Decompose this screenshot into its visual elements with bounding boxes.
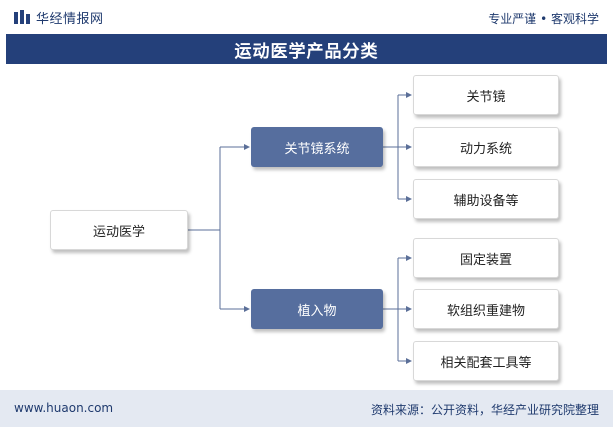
arrowhead-branch-1 [244,144,250,150]
leaf-node-soft-tissue-reconstruction: 软组织重建物 [413,289,559,329]
classification-tree: 运动医学 关节镜系统 植入物 关节镜 动力系统 辅助设备等 固定装置 软组织重建… [0,64,613,390]
tagline: 专业严谨 • 客观科学 [488,12,599,26]
leaf-node-label: 辅助设备等 [453,193,519,209]
branch-node-arthroscopy-system: 关节镜系统 [251,127,383,167]
arrowhead-leaf-2-1 [406,255,412,261]
arrowhead-leaf-1-3 [406,196,412,202]
title-bar: 运动医学产品分类 [6,34,607,64]
tree-connectors [188,92,412,364]
huajing-logo-icon [14,10,30,24]
leaf-node-label: 相关配套工具等 [440,355,532,371]
leaf-node-label: 固定装置 [459,252,512,268]
footer: www.huaon.com 资料来源：公开资料，华经产业研究院整理 [0,390,613,427]
leaf-node-label: 动力系统 [459,141,512,157]
leaf-node-supporting-tools: 相关配套工具等 [413,341,559,381]
connector-root-trunk [188,147,221,309]
leaf-node-auxiliary-equipment: 辅助设备等 [413,179,559,219]
leaf-node-fixation-device: 固定装置 [413,238,559,278]
arrowhead-leaf-2-3 [406,358,412,364]
arrowhead-leaf-1-1 [406,92,412,98]
branch-node-label: 关节镜系统 [284,141,350,157]
site-url: www.huaon.com [14,401,114,415]
leaf-node-label: 软组织重建物 [446,303,525,319]
leaf-node-power-system: 动力系统 [413,127,559,167]
brand: 华经情报网 [14,8,104,27]
brand-name: 华经情报网 [36,11,104,27]
root-node: 运动医学 [50,210,188,250]
branch-node-implants: 植入物 [251,289,383,329]
branch-node-label: 植入物 [297,303,337,319]
arrowhead-leaf-1-2 [406,144,412,150]
root-node-label: 运动医学 [92,224,145,240]
leaf-node-arthroscope: 关节镜 [413,75,559,115]
arrowhead-branch-2 [244,306,250,312]
data-source: 资料来源：公开资料，华经产业研究院整理 [370,403,599,417]
connector-branch-1-trunk [383,95,399,199]
connector-branch-2-trunk [383,258,399,361]
arrowhead-leaf-2-2 [406,306,412,312]
top-bar: 华经情报网 专业严谨 • 客观科学 [0,0,613,34]
page-title: 运动医学产品分类 [234,41,379,62]
leaf-node-label: 关节镜 [466,89,506,105]
